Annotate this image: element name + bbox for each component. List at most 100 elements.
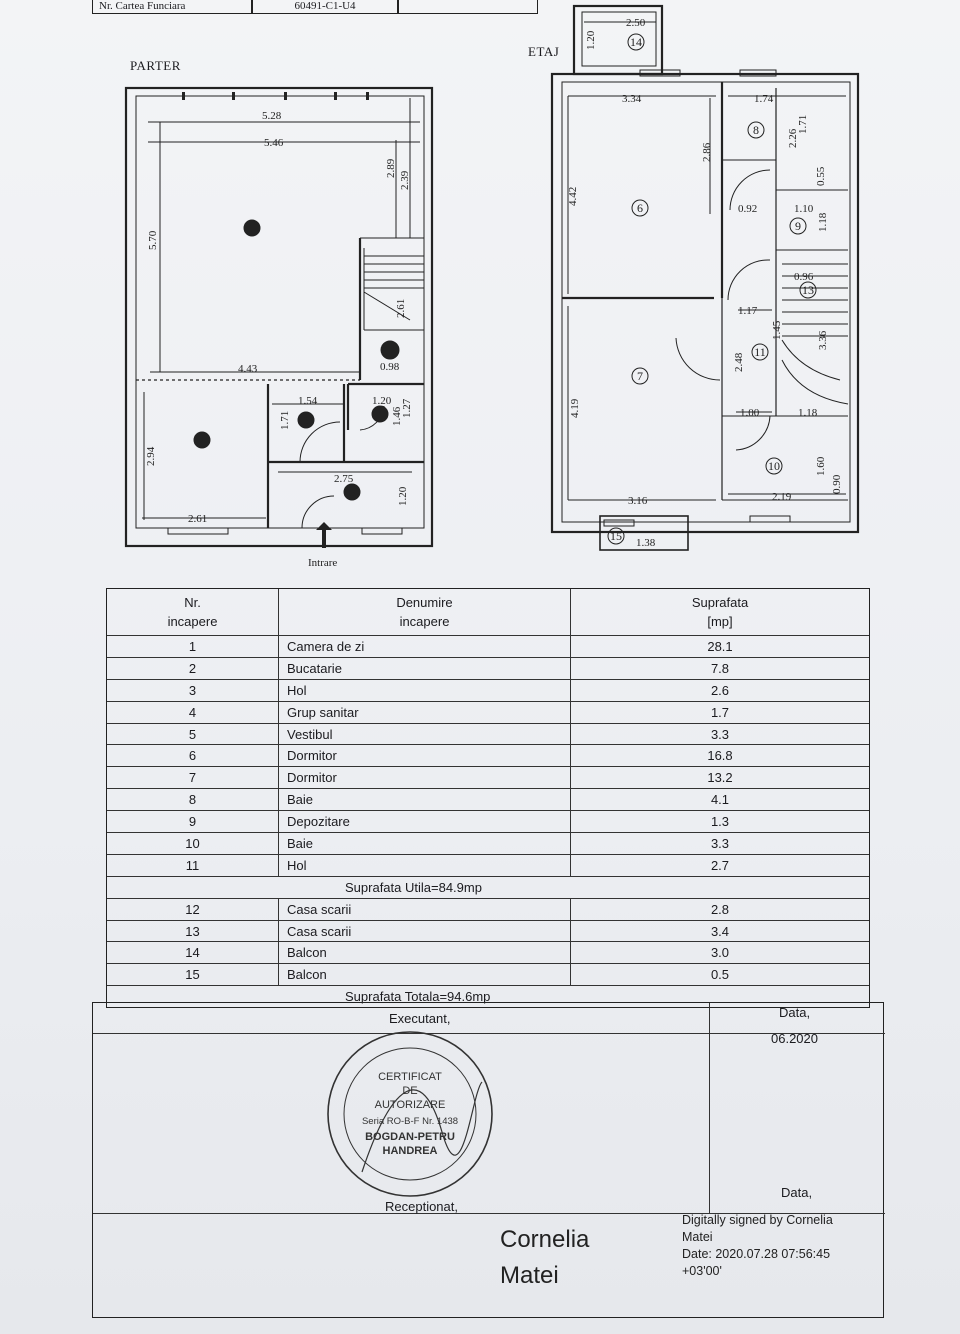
useful-surface: Suprafata Utila=84.9mp xyxy=(345,879,482,895)
cell-name: Baie xyxy=(279,833,571,854)
header-empty-box xyxy=(398,0,538,14)
cell-area: 13.2 xyxy=(707,770,733,786)
cell-area: 16.8 xyxy=(707,748,733,764)
dim-u-12: 1.18 xyxy=(817,212,829,232)
room-13-number: 13 xyxy=(802,283,814,297)
room-5-number: 5 xyxy=(349,485,355,499)
cell-nr: 9 xyxy=(107,811,279,833)
digital-line-3: Date: 2020.07.28 07:56:45 xyxy=(682,1247,831,1261)
surface-table: Nr. incapere Denumire incapere Suprafata… xyxy=(106,588,870,1009)
cell-name: Dormitor xyxy=(279,767,571,789)
dim-g-5: 2.39 xyxy=(399,170,411,190)
dim-u-24: 2.19 xyxy=(772,491,792,503)
total-surface-row: Suprafata Totala=94.6mp xyxy=(107,985,869,1007)
entrance-label: Intrare xyxy=(308,557,337,569)
signer-first-name: Cornelia xyxy=(500,1226,590,1253)
dim-g-1: 5.28 xyxy=(262,110,282,122)
dim-g-6: 2.61 xyxy=(395,299,407,318)
dim-u-10: 0.92 xyxy=(738,203,757,215)
stamp-line-3: AUTORIZARE xyxy=(375,1099,446,1111)
room-14-number: 14 xyxy=(630,35,642,49)
cell-name: Bucatarie xyxy=(279,657,571,679)
total-surface: Suprafata Totala=94.6mp xyxy=(345,989,491,1005)
dim-g-8: 4.43 xyxy=(238,363,258,375)
data-label: Data, xyxy=(779,1005,811,1020)
room-2-number: 2 xyxy=(199,433,205,447)
cell-area: 3.0 xyxy=(710,945,730,961)
dim-u-25: 1.38 xyxy=(636,537,656,549)
cell-area: 3.4 xyxy=(710,923,730,939)
dim-g-4: 2.89 xyxy=(385,158,397,178)
dim-u-20: 1.18 xyxy=(798,407,818,419)
cell-nr: 13 xyxy=(107,920,279,942)
cell-area: 3.3 xyxy=(710,836,730,852)
authorization-stamp: CERTIFICAT DE AUTORIZARE Seria RO-B-F Nr… xyxy=(327,1031,493,1197)
cell-nr: 5 xyxy=(107,723,279,745)
cell-area: 2.8 xyxy=(710,901,730,917)
dim-g-15: 2.75 xyxy=(334,473,354,485)
cell-area: 1.7 xyxy=(710,704,730,720)
cell-nr: 7 xyxy=(107,767,279,789)
data-label-2: Data, xyxy=(781,1185,813,1200)
room-8-number: 8 xyxy=(753,123,759,137)
dim-u-13: 0.96 xyxy=(794,271,814,283)
cell-name: Depozitare xyxy=(279,811,571,833)
cell-area: 28.1 xyxy=(707,639,733,654)
cell-nr: 14 xyxy=(107,942,279,964)
digital-line-1: Digitally signed by Cornelia xyxy=(682,1213,833,1227)
cell-area: 0.5 xyxy=(710,967,730,983)
room-11-number: 11 xyxy=(754,345,766,359)
dim-g-10: 1.20 xyxy=(372,395,392,407)
dim-u-15: 1.45 xyxy=(771,320,783,340)
cell-nr: 6 xyxy=(107,745,279,767)
cell-nr: 3 xyxy=(107,679,279,701)
col-name-header: Denumire incapere xyxy=(279,589,571,635)
ground-floor-plan: 5.28 5.46 5.70 2.89 2.39 2.61 0.98 4.43 … xyxy=(124,86,434,569)
dim-g-2: 5.46 xyxy=(264,137,284,149)
cell-name: Hol xyxy=(279,854,571,876)
dim-u-16: 3.36 xyxy=(817,330,829,350)
digital-signature: Digitally signed by Cornelia Matei Date:… xyxy=(682,1212,833,1280)
cell-area: 3.3 xyxy=(710,726,730,742)
cell-name: Camera de zi xyxy=(279,636,571,657)
col-area-header: Suprafata [mp] xyxy=(691,595,749,629)
cell-area: 2.7 xyxy=(710,857,730,873)
cf-label: Nr. Cartea Funciara xyxy=(99,0,186,12)
dim-g-16: 1.20 xyxy=(397,486,409,506)
room-9-number: 9 xyxy=(795,219,801,233)
cell-area: 1.3 xyxy=(710,814,730,830)
dim-u-9: 4.42 xyxy=(567,187,579,206)
dim-u-21: 1.60 xyxy=(815,456,827,476)
signature-block: Executant, Data, 06.2020 Receptionat, Da… xyxy=(92,1002,885,1318)
cell-nr: 15 xyxy=(107,964,279,986)
cell-name: Balcon xyxy=(279,964,571,986)
cell-area: 7.8 xyxy=(710,660,730,676)
dim-g-12: 1.46 xyxy=(391,406,403,426)
cell-nr: 8 xyxy=(107,789,279,811)
dim-g-3: 5.70 xyxy=(147,230,159,250)
executant-label: Executant, xyxy=(389,1011,451,1026)
cf-number: 60491-C1-U4 xyxy=(294,0,356,12)
dim-u-5: 2.86 xyxy=(701,142,713,162)
cell-name: Casa scarii xyxy=(279,898,571,920)
stamp-line-4: Seria RO-B-F Nr. 1438 xyxy=(362,1116,458,1127)
dim-u-7: 1.71 xyxy=(797,115,809,134)
upper-floor-title: ETAJ xyxy=(528,44,560,59)
cell-name: Hol xyxy=(279,679,571,701)
cell-name: Casa scarii xyxy=(279,920,571,942)
dim-u-22: 0.90 xyxy=(831,474,843,494)
upper-floor-plan: 2.50 1.20 3.34 1.74 2.86 2.26 1.71 0.55 … xyxy=(550,4,860,551)
cell-area: 2.6 xyxy=(710,682,730,698)
